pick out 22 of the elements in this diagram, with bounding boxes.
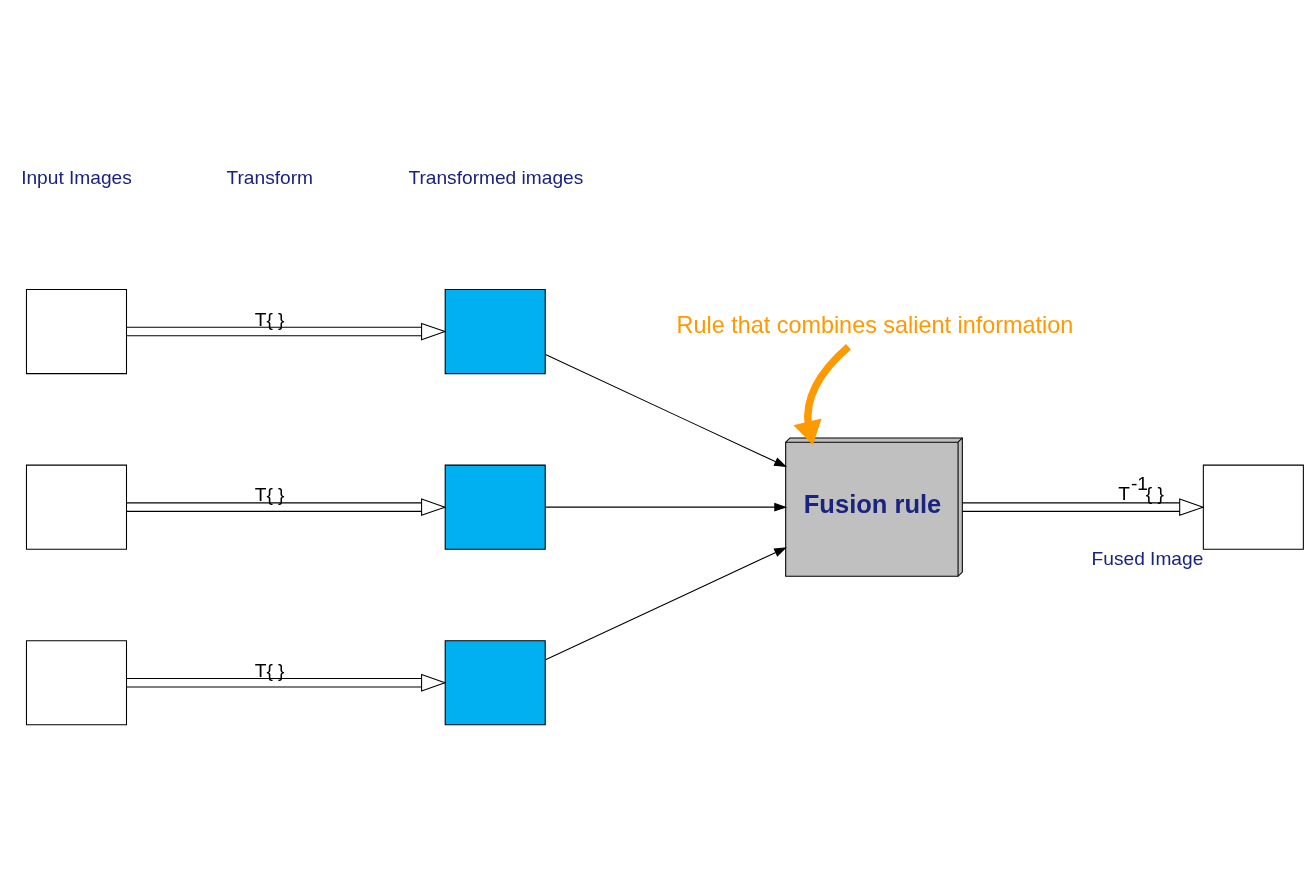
- node-label: Fused Image: [1091, 547, 1204, 569]
- edge-label: T{ }: [254, 484, 285, 506]
- arrow: [793, 344, 851, 445]
- node-box: [25, 640, 128, 726]
- node-box: [25, 289, 128, 375]
- label: Transformed images: [408, 167, 584, 189]
- label: Input Images: [21, 167, 132, 189]
- edge-label: T{ }: [254, 308, 285, 330]
- arrow: [545, 547, 787, 661]
- node-box: [25, 464, 128, 550]
- arrow: [126, 322, 447, 341]
- arrow: [545, 502, 788, 512]
- arrow: [126, 498, 447, 517]
- node-box: [444, 640, 546, 726]
- label: Transform: [226, 167, 314, 189]
- node-box: [444, 464, 546, 550]
- arrow: [545, 354, 787, 468]
- node-box: [1202, 464, 1304, 550]
- arrow: [126, 673, 447, 692]
- node-text: Rule that combines salient information: [676, 312, 1074, 339]
- arrow: [962, 498, 1205, 517]
- node-box: [444, 289, 546, 375]
